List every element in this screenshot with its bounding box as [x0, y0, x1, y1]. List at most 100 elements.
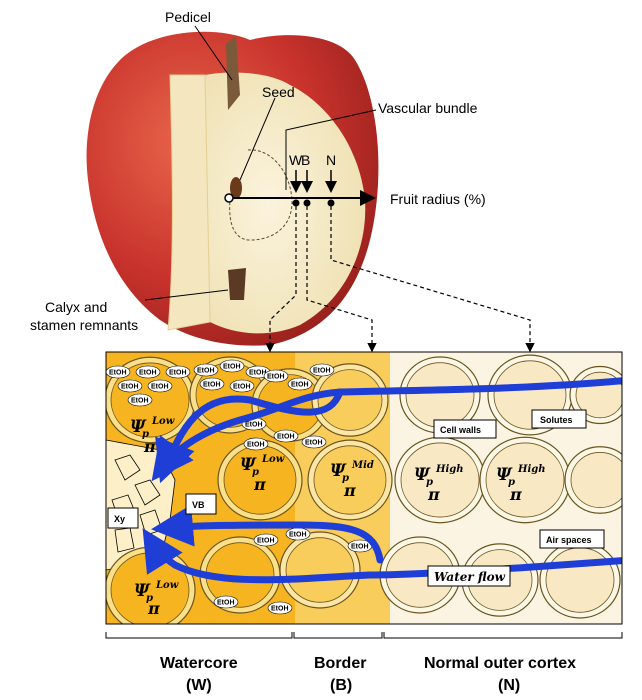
svg-text:EtOH: EtOH [313, 368, 331, 375]
svg-text:Low: Low [151, 416, 175, 427]
vb-callout: VB [185, 493, 217, 515]
air-spaces-callout: Air spaces [539, 529, 605, 549]
svg-text:EtOH: EtOH [203, 382, 221, 389]
svg-text:π: π [509, 485, 522, 504]
point-w [292, 199, 300, 207]
etoh-tag: EtOH [263, 369, 289, 383]
etoh-tag: EtOH [147, 379, 173, 393]
psi-low-bottomleft: Ψ p Low π [134, 580, 179, 618]
etoh-tag: EtOH [199, 377, 225, 391]
cell [307, 439, 393, 521]
fruit-radius-label: Fruit radius (%) [390, 191, 486, 207]
svg-text:p: p [142, 429, 149, 440]
svg-text:EtOH: EtOH [151, 384, 169, 391]
etoh-tag: EtOH [229, 379, 255, 393]
svg-text:Water flow: Water flow [434, 570, 506, 584]
cell [199, 536, 281, 614]
cell-walls-callout: Cell walls [433, 419, 497, 439]
svg-text:EtOH: EtOH [169, 370, 187, 377]
etoh-tag: EtOH [106, 365, 131, 379]
point-n [327, 199, 335, 207]
svg-text:p: p [342, 473, 349, 484]
svg-text:π: π [147, 599, 160, 618]
svg-text:EtOH: EtOH [289, 532, 307, 539]
calyx-leader [144, 289, 229, 301]
etoh-tag: EtOH [135, 365, 161, 379]
region-watercore-code: (W) [186, 677, 212, 694]
water-flow-upper-loop [155, 388, 344, 484]
cell [539, 541, 621, 619]
etoh-tag: EtOH [285, 527, 311, 541]
svg-text:EtOH: EtOH [267, 374, 285, 381]
projection-n [330, 206, 535, 353]
etoh-tag: EtOH [301, 435, 327, 449]
svg-text:EtOH: EtOH [197, 368, 215, 375]
pedicel-label: Pedicel [165, 9, 211, 25]
svg-text:High: High [435, 464, 464, 475]
cell [279, 531, 361, 609]
vascular-leader [285, 109, 377, 190]
svg-text:EtOH: EtOH [247, 442, 265, 449]
region-braces [105, 632, 623, 639]
cell [479, 436, 571, 524]
marker-b-label: B [301, 152, 310, 168]
seed-label: Seed [262, 84, 295, 100]
svg-text:High: High [517, 464, 546, 475]
vascular-bundle-label: Vascular bundle [378, 100, 478, 116]
svg-text:EtOH: EtOH [217, 600, 235, 607]
calyx-label-line2: stamen remnants [30, 317, 138, 333]
marker-n-label: N [326, 152, 336, 168]
apple-side-face [167, 74, 211, 331]
svg-text:EtOH: EtOH [131, 398, 149, 405]
svg-text:π: π [253, 475, 266, 494]
etoh-tag: EtOH [267, 601, 293, 615]
svg-text:p: p [252, 467, 259, 478]
svg-text:Ψ: Ψ [496, 465, 513, 485]
svg-text:π: π [427, 485, 440, 504]
svg-text:EtOH: EtOH [139, 370, 157, 377]
svg-text:EtOH: EtOH [245, 422, 263, 429]
etoh-tag: EtOH [117, 379, 143, 393]
calyx-shape [228, 268, 246, 300]
seed-shape [230, 177, 242, 199]
etoh-tag: EtOH [193, 363, 219, 377]
svg-text:Xy: Xy [114, 514, 125, 524]
svg-text:p: p [426, 477, 433, 488]
core-region-outline [229, 149, 293, 241]
svg-text:Ψ: Ψ [414, 465, 431, 485]
svg-text:EtOH: EtOH [257, 538, 275, 545]
psi-low-topleft: Ψ p Low π [130, 416, 175, 456]
seed-leader [239, 97, 276, 181]
apple-cut-face [204, 72, 366, 334]
etoh-tag: EtOH [165, 365, 191, 379]
svg-text:EtOH: EtOH [233, 384, 251, 391]
psi-mid-border: Ψ p Mid π [330, 460, 374, 500]
point-b [303, 199, 311, 207]
marker-w-label: W [289, 152, 303, 168]
svg-text:EtOH: EtOH [291, 382, 309, 389]
etoh-tag: EtOH [219, 359, 245, 373]
svg-text:Low: Low [155, 580, 179, 591]
pedicel-stem [226, 36, 240, 110]
cell [311, 363, 389, 437]
region-cortex-name: Normal outer cortex [424, 655, 576, 672]
svg-text:Ψ: Ψ [330, 461, 347, 481]
fruit-center-point [224, 193, 234, 203]
region-border-name: Border [314, 655, 366, 672]
svg-text:Solutes: Solutes [540, 415, 573, 425]
svg-text:Cell walls: Cell walls [440, 425, 481, 435]
svg-text:Ψ: Ψ [134, 581, 151, 601]
svg-text:EtOH: EtOH [223, 364, 241, 371]
svg-text:Low: Low [261, 454, 285, 465]
cell [394, 436, 486, 524]
etoh-tag: EtOH [213, 595, 239, 609]
svg-text:EtOH: EtOH [121, 384, 139, 391]
cell [217, 439, 303, 521]
svg-text:Ψ: Ψ [130, 417, 147, 437]
svg-text:p: p [146, 593, 153, 604]
apple-illustration [86, 25, 535, 353]
water-flow-middle [151, 504, 384, 564]
